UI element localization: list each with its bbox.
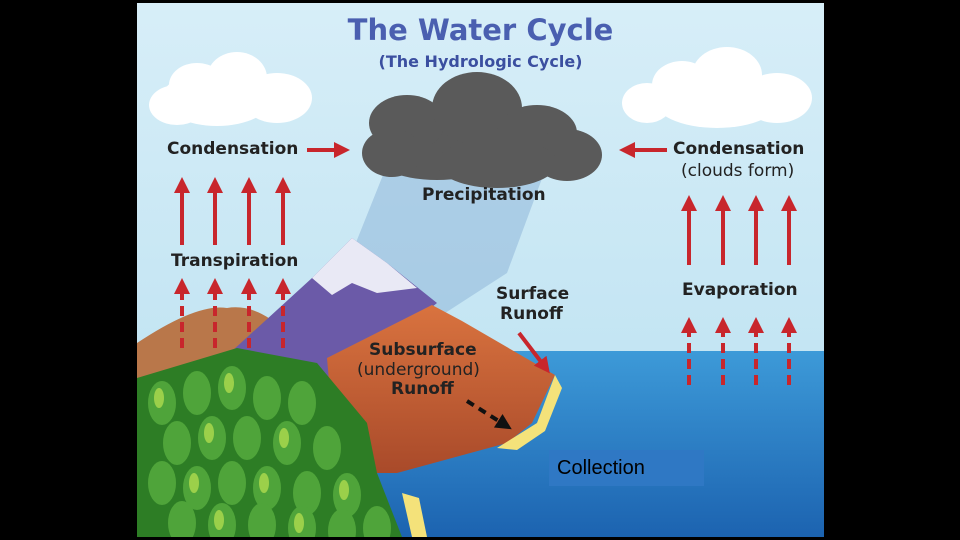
diagram-artwork — [137, 3, 824, 537]
label-surface-runoff: Surface Runoff — [496, 284, 570, 324]
snow-cap — [312, 238, 417, 295]
storm-cloud — [362, 72, 602, 188]
beach-lower — [402, 493, 427, 537]
arrows-transpiration-upper — [174, 177, 291, 245]
label-subsurface-line1: Subsurface — [369, 340, 477, 360]
label-surface-runoff-line2: Runoff — [500, 303, 563, 324]
tree-highlights — [154, 373, 349, 533]
diagram-title: The Water Cycle — [347, 13, 614, 47]
collection-label: Collection — [549, 450, 704, 486]
arrow-subsurface-runoff — [465, 399, 512, 430]
arrows-evaporation-upper — [681, 195, 797, 265]
label-surface-runoff-line1: Surface — [496, 284, 570, 304]
arrow-surface-runoff — [517, 331, 550, 374]
label-condensation-right: Condensation — [673, 139, 805, 159]
label-subsurface-line2: (underground) — [357, 359, 480, 380]
label-precipitation: Precipitation — [422, 185, 546, 205]
label-subsurface-line3: Runoff — [391, 379, 454, 400]
beach — [497, 375, 562, 450]
label-clouds-form: (clouds form) — [681, 161, 795, 181]
arrows-transpiration-lower — [174, 278, 291, 348]
label-evaporation: Evaporation — [682, 280, 798, 300]
soil-land — [327, 305, 555, 473]
arrows-evaporation-lower — [681, 317, 797, 385]
label-condensation-left: Condensation — [167, 139, 299, 159]
white-cloud-left — [149, 52, 312, 126]
white-cloud-right — [622, 47, 812, 128]
diagram-subtitle: (The Hydrologic Cycle) — [378, 52, 583, 71]
water-cycle-diagram: The Water Cycle (The Hydrologic Cycle) C… — [137, 3, 824, 537]
label-subsurface-runoff: Subsurface (underground) Runoff — [357, 340, 480, 400]
label-transpiration: Transpiration — [171, 251, 299, 271]
